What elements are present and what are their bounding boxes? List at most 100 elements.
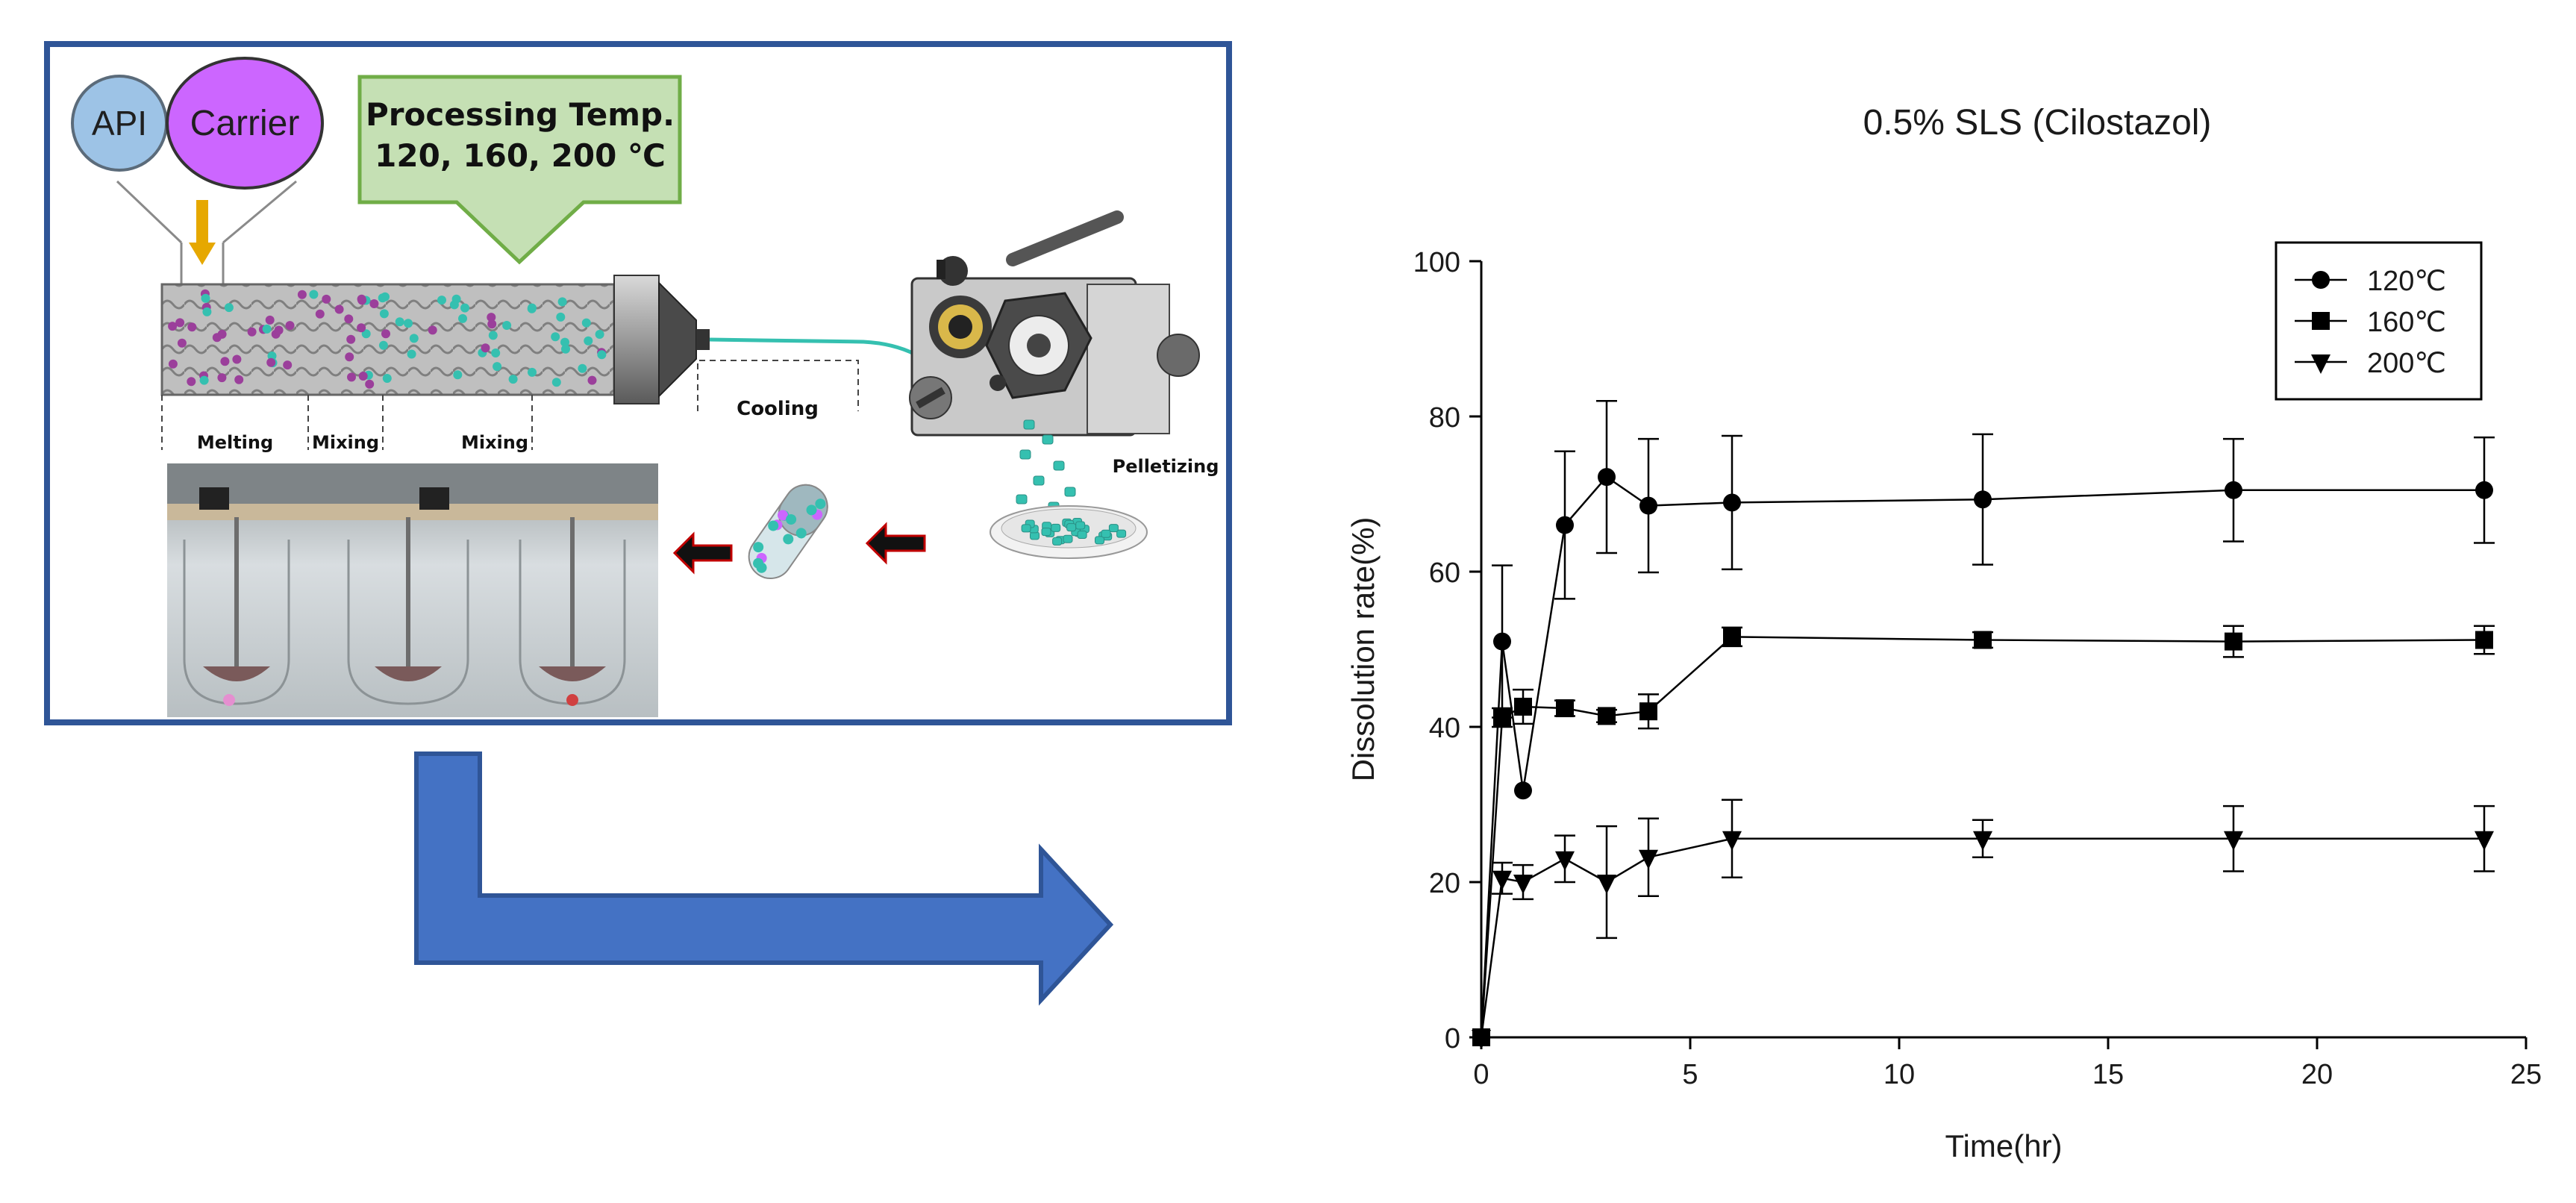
- carrier-circle: Carrier: [166, 57, 324, 190]
- particle: [285, 321, 295, 331]
- particle: [247, 327, 257, 337]
- extruder-barrel: [160, 275, 710, 404]
- pellet: [1063, 534, 1073, 543]
- y-tick-label: 80: [1429, 402, 1460, 434]
- pellet: [1016, 494, 1028, 504]
- carrier-label: Carrier: [190, 104, 300, 143]
- legend-marker: [2312, 312, 2330, 330]
- particle: [357, 294, 366, 304]
- pellet: [1095, 536, 1104, 545]
- y-tick-label: 40: [1429, 713, 1460, 744]
- y-tick-label: 0: [1445, 1023, 1460, 1054]
- pellet: [806, 504, 817, 516]
- particle: [587, 375, 597, 385]
- feed-hopper: [116, 180, 297, 286]
- data-point: [1472, 1030, 1491, 1049]
- x-tick-label: 10: [1883, 1059, 1915, 1090]
- particle: [508, 375, 518, 384]
- pellet: [777, 510, 788, 521]
- series-line: [1480, 837, 2484, 1038]
- api-circle: API: [71, 75, 168, 172]
- pellet: [1108, 524, 1119, 533]
- pellet: [1053, 460, 1065, 471]
- data-point: [2475, 481, 2493, 499]
- particle: [595, 330, 604, 339]
- particle: [556, 312, 566, 322]
- pellet: [1051, 523, 1061, 532]
- data-point: [1555, 851, 1575, 871]
- pellet: [1066, 523, 1077, 532]
- x-tick-label: 15: [2092, 1059, 2124, 1090]
- pellet: [783, 534, 794, 545]
- pellet: [1033, 475, 1045, 486]
- particle: [283, 360, 293, 370]
- particle: [453, 370, 463, 380]
- particle: [487, 313, 496, 322]
- x-tick-label: 20: [2301, 1059, 2333, 1090]
- pellet: [1116, 529, 1127, 538]
- series-2: [1472, 799, 2495, 1049]
- particle: [407, 349, 416, 359]
- data-point: [1492, 870, 1512, 890]
- particle: [266, 357, 276, 367]
- particle: [212, 333, 222, 343]
- particle: [201, 293, 210, 303]
- particle: [560, 337, 569, 347]
- data-point: [1974, 631, 1992, 649]
- legend-marker: [2312, 271, 2330, 289]
- data-point: [1513, 875, 1533, 894]
- particle: [578, 363, 587, 373]
- pellet-dish: [990, 505, 1148, 559]
- left-arrow-icon: [865, 522, 926, 565]
- particle: [488, 331, 498, 340]
- data-point: [2475, 631, 2493, 649]
- particle: [224, 303, 234, 313]
- legend-label: 200℃: [2367, 348, 2446, 379]
- pellet: [1101, 529, 1111, 538]
- pellet: [1075, 521, 1086, 530]
- particle: [168, 322, 178, 331]
- data-point: [1722, 831, 1742, 851]
- data-point: [1973, 831, 1992, 851]
- particle: [297, 290, 307, 299]
- data-point: [1514, 697, 1532, 716]
- particle: [493, 362, 502, 372]
- legend-marker: [2311, 354, 2330, 374]
- particle: [502, 321, 512, 330]
- particle: [379, 309, 389, 319]
- particle: [262, 324, 272, 334]
- particle: [378, 293, 387, 303]
- particle: [234, 375, 244, 384]
- zone-mixing-label-2: Mixing: [461, 432, 528, 453]
- series-line: [1480, 475, 2484, 1038]
- y-tick-label: 20: [1429, 868, 1460, 899]
- series-0: [1472, 399, 2495, 1046]
- particle: [404, 319, 413, 328]
- particle: [309, 290, 319, 299]
- x-tick-label: 5: [1682, 1059, 1698, 1090]
- particle: [460, 303, 469, 313]
- zone-dividers: [161, 395, 533, 450]
- pellet: [1019, 449, 1031, 460]
- particle: [487, 319, 497, 329]
- data-point: [1597, 875, 1616, 894]
- legend-label: 160℃: [2367, 307, 2446, 338]
- data-point: [1493, 708, 1511, 727]
- series-line: [1480, 636, 2485, 1038]
- pellet: [1042, 434, 1054, 445]
- particle: [345, 352, 354, 362]
- particle: [202, 307, 212, 316]
- pellet: [1064, 487, 1076, 497]
- particle: [395, 317, 404, 327]
- particle: [528, 367, 537, 377]
- process-diagram-panel: API Carrier Processing Temp. 120, 160, 2…: [44, 41, 1232, 725]
- data-point: [1556, 699, 1574, 718]
- y-tick-label: 100: [1413, 247, 1460, 278]
- pellet: [1052, 537, 1063, 546]
- process-diagram: API Carrier Processing Temp. 120, 160, 2…: [71, 57, 1219, 717]
- y-tick-label: 60: [1429, 557, 1460, 589]
- data-point: [2225, 632, 2242, 651]
- particle: [232, 354, 242, 364]
- processing-title: Processing Temp.: [366, 96, 675, 133]
- feed-arrow-icon: [189, 200, 216, 265]
